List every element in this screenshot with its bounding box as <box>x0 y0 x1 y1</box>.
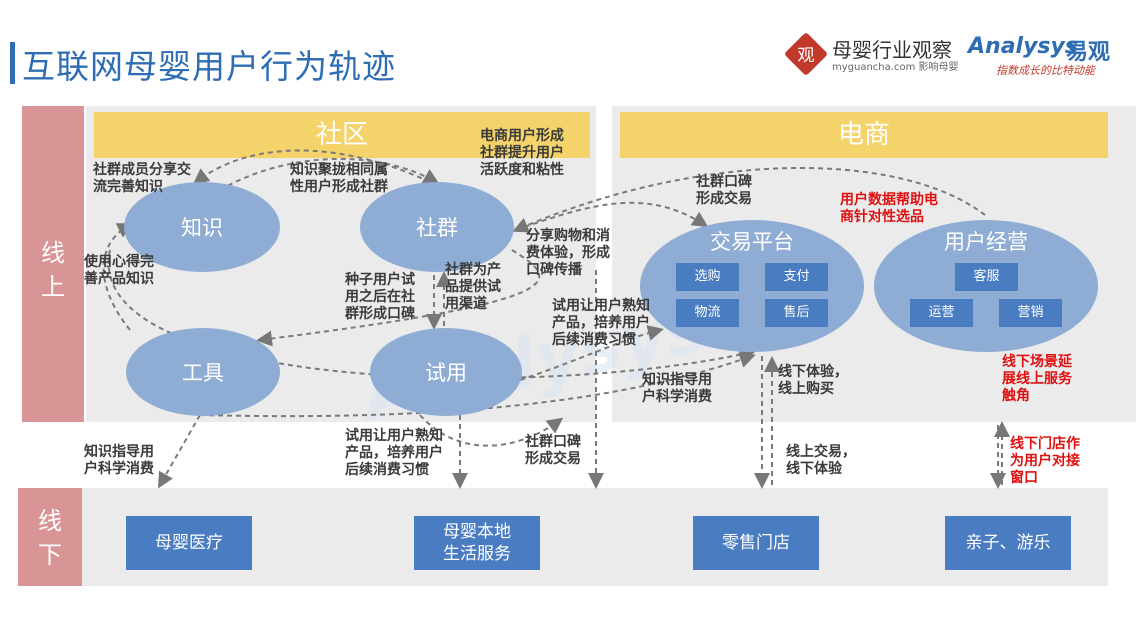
note-community-reputation-offline: 社群口碑 形成交易 <box>525 434 581 467</box>
arrow-community-knowledge <box>192 149 431 185</box>
offline-box-retail-label: 零售门店 <box>722 533 790 553</box>
node-knowledge-label: 知识 <box>181 216 223 240</box>
node-trade-platform: 交易平台 <box>640 220 864 352</box>
ecom-band: 电商 <box>620 112 1108 158</box>
note-store-user-window: 线下门店作 为用户对接 窗口 <box>1010 436 1080 486</box>
chip-aftersale: 售后 <box>765 299 828 327</box>
chip-operation: 运营 <box>910 299 973 327</box>
note-share-knowledge: 社群成员分享交 流完善知识 <box>93 162 191 195</box>
note-knowledge-guides-consumption-online: 知识指导用 户科学消费 <box>642 372 712 405</box>
offline-section-bg <box>82 488 1108 586</box>
arrow-tools-offline <box>158 414 201 489</box>
arrow-trial-trade <box>519 325 664 381</box>
note-community-reputation-trade: 社群口碑 形成交易 <box>696 174 752 207</box>
offline-box-medical-label: 母婴医疗 <box>155 533 223 553</box>
note-trial-habit-offline: 试用让用户熟知 产品，培养用户 后续消费习惯 <box>345 428 443 478</box>
analysys-cn-logo: 易观 <box>1066 40 1111 65</box>
node-tools-label: 工具 <box>182 361 224 385</box>
note-community-trial-channel: 社群为产 品提供试 用渠道 <box>445 262 501 312</box>
node-trial-label: 试用 <box>425 361 467 385</box>
note-online-trade-offline-experience: 线上交易， 线下体验 <box>786 444 856 477</box>
offline-label: 线下 <box>18 504 82 572</box>
page-title: 互联网母婴用户行为轨迹 <box>22 47 396 86</box>
offline-box-local-services-label: 母婴本地 生活服务 <box>443 522 511 564</box>
note-seed-users-reputation: 种子用户试 用之后在社 群形成口碑 <box>345 272 415 322</box>
brand-site: myguancha.com 影响母婴 <box>832 62 959 73</box>
note-offline-extends-online: 线下场景延 展线上服务 触角 <box>1002 354 1072 404</box>
arrow-community-trade <box>515 201 709 231</box>
brand-name: 母婴行业观察 <box>832 38 952 62</box>
node-user-ops-label: 用户经营 <box>944 230 1028 254</box>
offline-box-retail: 零售门店 <box>693 516 819 570</box>
analysys-slogan: 指数成长的比特动能 <box>996 64 1095 77</box>
chip-pay: 支付 <box>765 263 828 291</box>
social-band: 社区 <box>94 112 590 158</box>
analysys-logo: Analysys <box>968 34 1078 59</box>
offline-box-local-services: 母婴本地 生活服务 <box>414 516 540 570</box>
offline-box-entertainment: 亲子、游乐 <box>945 516 1071 570</box>
chip-logistics: 物流 <box>676 299 739 327</box>
online-label: 线上 <box>22 236 84 304</box>
online-label-panel: 线上 <box>22 106 84 422</box>
arrow-tools-trade <box>199 352 756 418</box>
title-accent-bar <box>10 42 15 84</box>
note-share-shopping-experience: 分享购物和消 费体验，形成 口碑传播 <box>526 228 610 278</box>
arrow-trial-offline-2 <box>419 414 564 447</box>
note-offline-experience-online-buy: 线下体验， 线上购买 <box>778 364 848 397</box>
node-knowledge: 知识 <box>124 182 280 272</box>
arrow-knowledge-trade <box>107 249 756 380</box>
arrow-tools-knowledge <box>102 223 134 331</box>
note-trial-habit-online: 试用让用户熟知 产品，培养用户 后续消费习惯 <box>552 298 650 348</box>
offline-label-panel: 线下 <box>18 488 82 586</box>
note-experience-improves-knowledge: 使用心得完 善产品知识 <box>84 254 154 287</box>
note-knowledge-guides-consumption-offline: 知识指导用 户科学消费 <box>84 444 154 477</box>
node-community: 社群 <box>360 182 514 272</box>
arrow-community-tools <box>256 249 541 347</box>
node-trade-platform-label: 交易平台 <box>710 230 794 254</box>
node-trial: 试用 <box>370 328 522 416</box>
chip-select: 选购 <box>676 263 739 291</box>
offline-box-entertainment-label: 亲子、游乐 <box>965 533 1051 553</box>
offline-label-text: 线下 <box>38 507 62 569</box>
online-label-text: 线上 <box>41 239 65 301</box>
node-community-label: 社群 <box>416 216 458 240</box>
offline-box-medical: 母婴医疗 <box>126 516 252 570</box>
node-tools: 工具 <box>126 328 280 416</box>
note-ecom-community-activity: 电商用户形成 社群提升用户 活跃度和粘性 <box>480 128 564 178</box>
arrow-userops-community <box>512 166 986 233</box>
note-user-data-selection: 用户数据帮助电 商针对性选品 <box>840 192 938 225</box>
chip-marketing: 营销 <box>999 299 1062 327</box>
note-knowledge-forms-community: 知识聚拢相同属 性用户形成社群 <box>290 162 388 195</box>
chip-service: 客服 <box>955 263 1018 291</box>
arrow-knowledge-community <box>219 158 440 191</box>
